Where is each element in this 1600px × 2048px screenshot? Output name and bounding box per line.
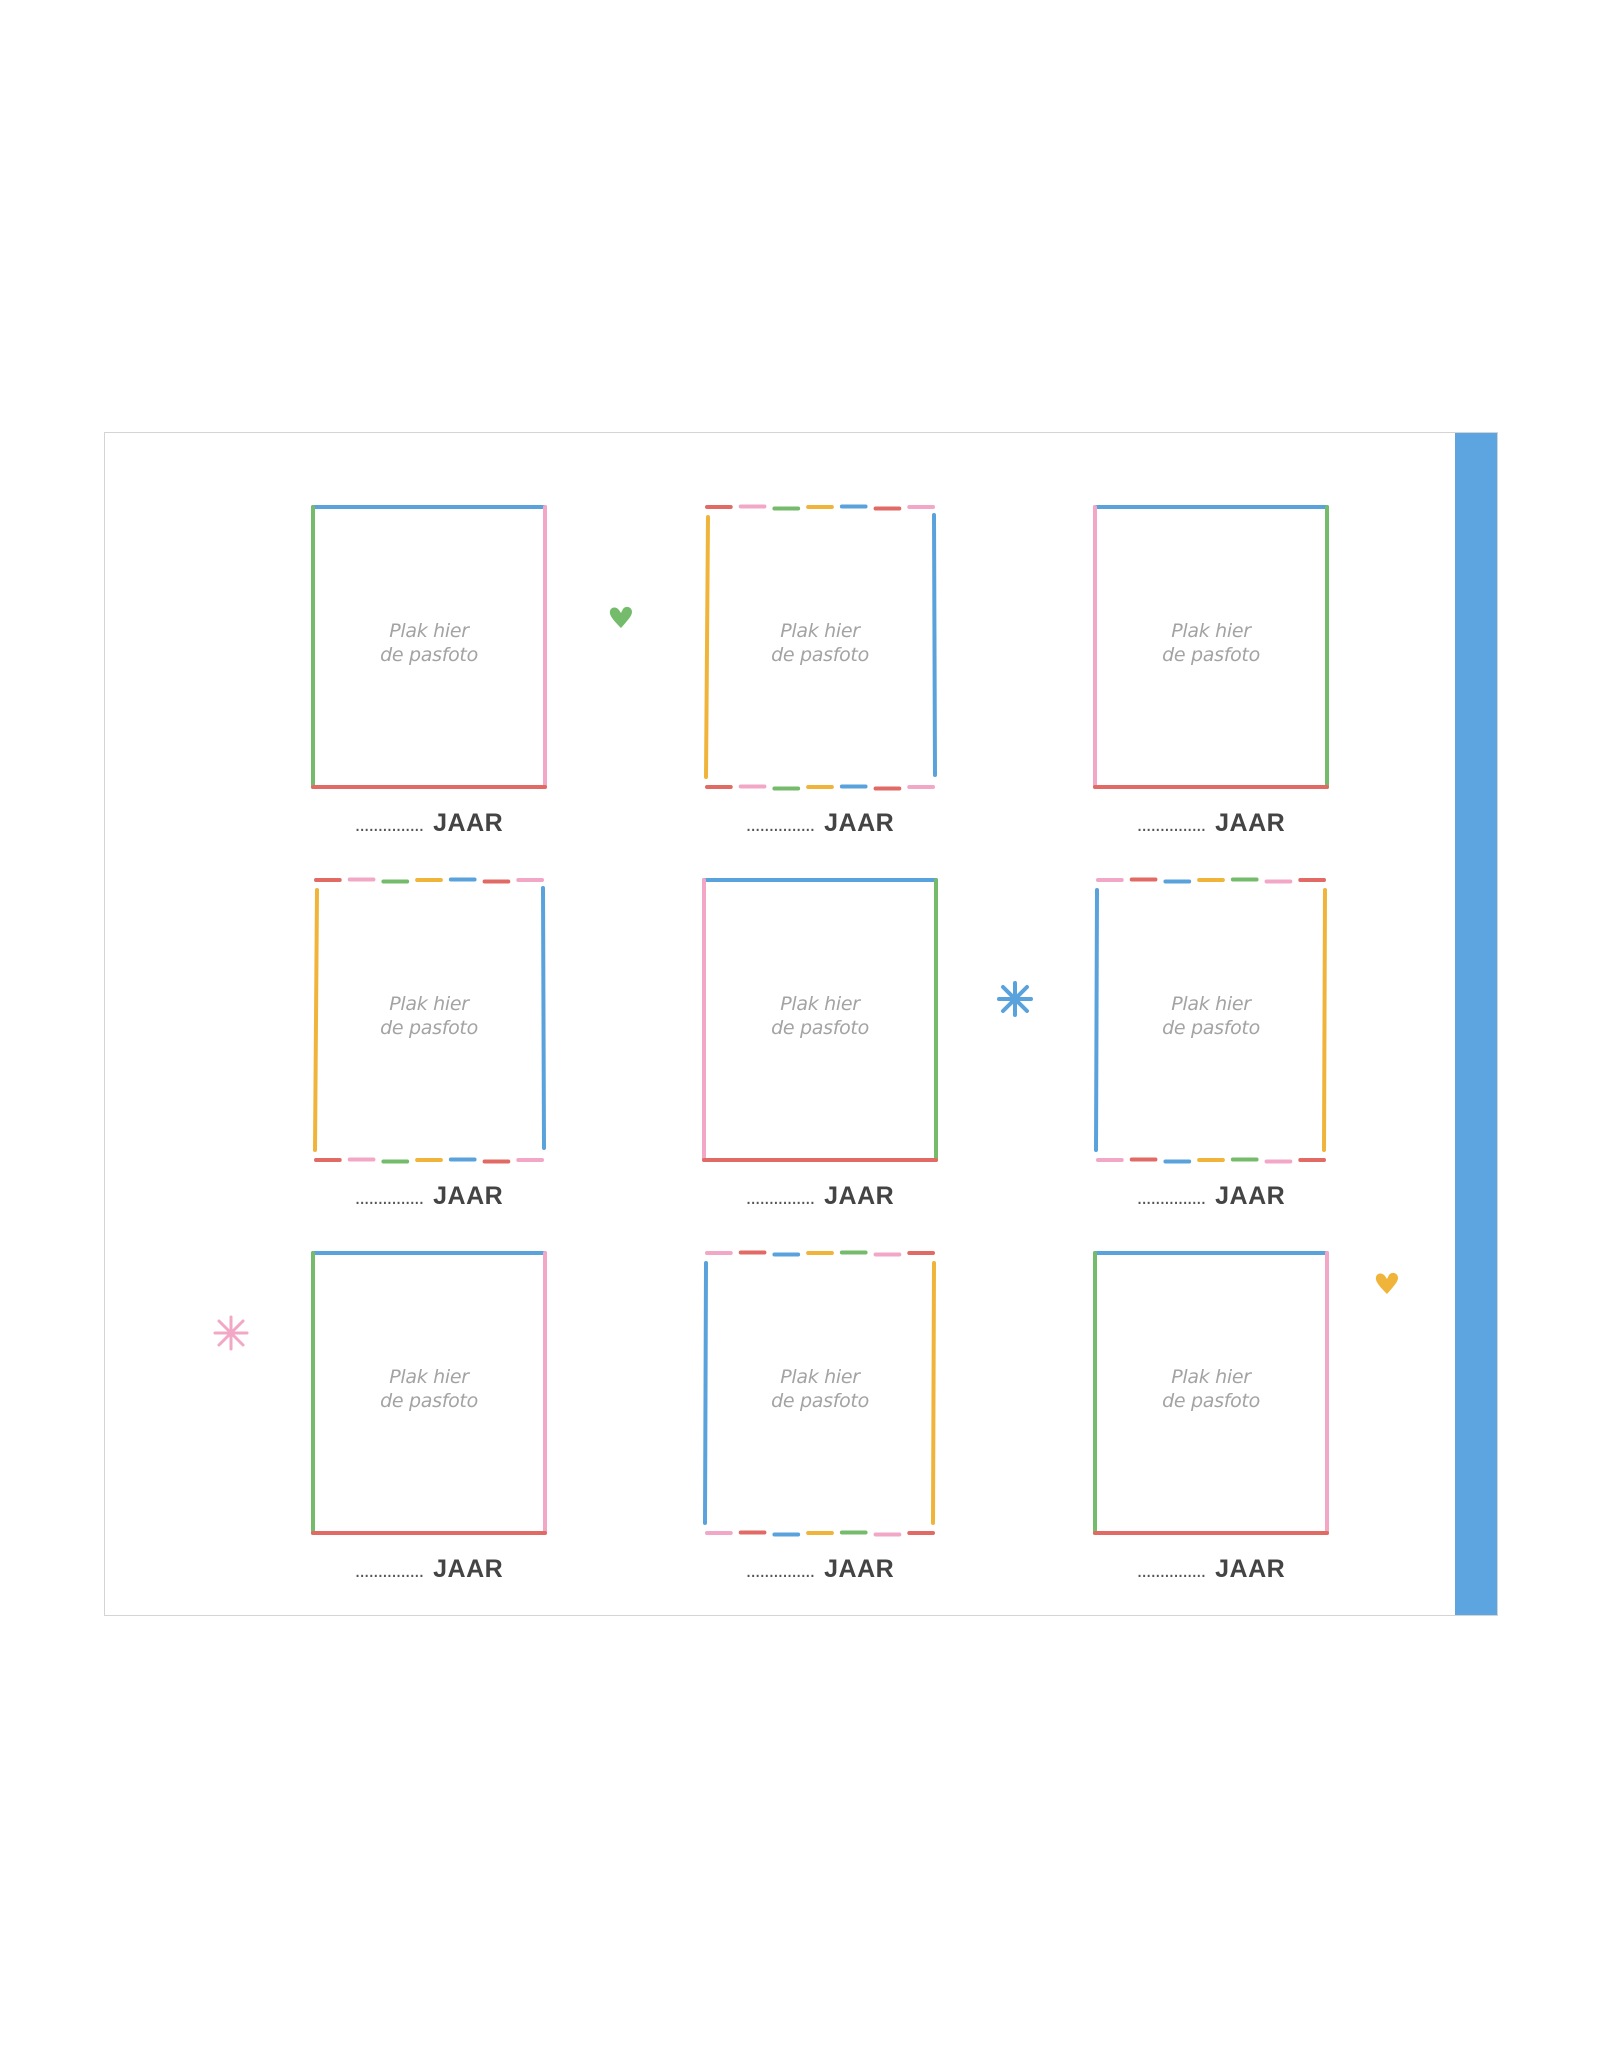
- placeholder-line-2: de pasfoto: [380, 1390, 478, 1412]
- year-label: JAAR: [1215, 809, 1286, 837]
- asterisk-icon: [211, 1313, 251, 1353]
- photo-frame[interactable]: [702, 504, 938, 791]
- year-fill-dots[interactable]: ...............: [745, 1187, 815, 1209]
- photo-slot: Plak hier de pasfoto ............... JAAR: [702, 1250, 938, 1595]
- photo-frame[interactable]: [1093, 505, 1329, 789]
- photo-placeholder-text: Plak hier de pasfoto: [1093, 992, 1329, 1040]
- photo-slot: Plak hier de pasfoto ............... JAAR: [311, 505, 547, 849]
- photo-frame[interactable]: [702, 1250, 938, 1537]
- photo-placeholder-text: Plak hier de pasfoto: [702, 1365, 938, 1413]
- year-caption: ............... JAAR: [702, 1182, 938, 1211]
- placeholder-line-2: de pasfoto: [771, 1390, 869, 1412]
- year-label: JAAR: [433, 1555, 504, 1583]
- photo-frame[interactable]: [702, 878, 938, 1162]
- heart-icon: [1373, 1269, 1401, 1297]
- year-caption: ............... JAAR: [702, 809, 938, 838]
- year-label: JAAR: [433, 1182, 504, 1210]
- year-caption: ............... JAAR: [311, 809, 547, 838]
- asterisk-icon: [995, 979, 1035, 1019]
- placeholder-line-2: de pasfoto: [1162, 1017, 1260, 1039]
- placeholder-line-2: de pasfoto: [1162, 644, 1260, 666]
- placeholder-line-1: Plak hier: [389, 1366, 469, 1388]
- photo-placeholder-text: Plak hier de pasfoto: [311, 1365, 547, 1413]
- year-label: JAAR: [433, 809, 504, 837]
- photo-slot: Plak hier de pasfoto ............... JAAR: [1093, 877, 1329, 1222]
- photo-frame[interactable]: [311, 877, 547, 1164]
- photo-frame[interactable]: [1093, 877, 1329, 1164]
- photo-slot: Plak hier de pasfoto ............... JAAR: [702, 878, 938, 1222]
- placeholder-line-2: de pasfoto: [771, 1017, 869, 1039]
- placeholder-line-1: Plak hier: [780, 1366, 860, 1388]
- heart-icon: [607, 603, 635, 631]
- year-label: JAAR: [824, 1555, 895, 1583]
- photo-slot: Plak hier de pasfoto ............... JAAR: [311, 1251, 547, 1595]
- year-fill-dots[interactable]: ...............: [354, 814, 424, 836]
- photo-placeholder-text: Plak hier de pasfoto: [702, 992, 938, 1040]
- year-caption: ............... JAAR: [1093, 809, 1329, 838]
- placeholder-line-2: de pasfoto: [380, 644, 478, 666]
- year-fill-dots[interactable]: ...............: [745, 1560, 815, 1582]
- placeholder-line-1: Plak hier: [389, 620, 469, 642]
- year-fill-dots[interactable]: ...............: [1136, 814, 1206, 836]
- side-color-strip: [1455, 433, 1497, 1615]
- year-label: JAAR: [1215, 1555, 1286, 1583]
- year-caption: ............... JAAR: [1093, 1555, 1329, 1584]
- year-fill-dots[interactable]: ...............: [1136, 1560, 1206, 1582]
- year-fill-dots[interactable]: ...............: [354, 1187, 424, 1209]
- year-fill-dots[interactable]: ...............: [745, 814, 815, 836]
- year-label: JAAR: [1215, 1182, 1286, 1210]
- year-caption: ............... JAAR: [311, 1555, 547, 1584]
- photo-slot: Plak hier de pasfoto ............... JAAR: [702, 504, 938, 849]
- year-caption: ............... JAAR: [702, 1555, 938, 1584]
- placeholder-line-2: de pasfoto: [1162, 1390, 1260, 1412]
- placeholder-line-1: Plak hier: [1171, 620, 1251, 642]
- photo-frame[interactable]: [1093, 1251, 1329, 1535]
- photo-album-page: Plak hier de pasfoto ............... JAAR…: [104, 432, 1498, 1616]
- year-fill-dots[interactable]: ...............: [354, 1560, 424, 1582]
- photo-slot: Plak hier de pasfoto ............... JAAR: [311, 877, 547, 1222]
- photo-placeholder-text: Plak hier de pasfoto: [1093, 1365, 1329, 1413]
- placeholder-line-1: Plak hier: [780, 620, 860, 642]
- year-label: JAAR: [824, 809, 895, 837]
- photo-frame[interactable]: [311, 505, 547, 789]
- photo-slot: Plak hier de pasfoto ............... JAAR: [1093, 1251, 1329, 1595]
- placeholder-line-2: de pasfoto: [771, 644, 869, 666]
- placeholder-line-1: Plak hier: [389, 993, 469, 1015]
- placeholder-line-1: Plak hier: [780, 993, 860, 1015]
- year-caption: ............... JAAR: [1093, 1182, 1329, 1211]
- placeholder-line-1: Plak hier: [1171, 993, 1251, 1015]
- photo-placeholder-text: Plak hier de pasfoto: [311, 992, 547, 1040]
- photo-frame[interactable]: [311, 1251, 547, 1535]
- year-label: JAAR: [824, 1182, 895, 1210]
- placeholder-line-2: de pasfoto: [380, 1017, 478, 1039]
- photo-placeholder-text: Plak hier de pasfoto: [1093, 619, 1329, 667]
- year-fill-dots[interactable]: ...............: [1136, 1187, 1206, 1209]
- photo-placeholder-text: Plak hier de pasfoto: [311, 619, 547, 667]
- placeholder-line-1: Plak hier: [1171, 1366, 1251, 1388]
- year-caption: ............... JAAR: [311, 1182, 547, 1211]
- photo-placeholder-text: Plak hier de pasfoto: [702, 619, 938, 667]
- photo-slot: Plak hier de pasfoto ............... JAAR: [1093, 505, 1329, 849]
